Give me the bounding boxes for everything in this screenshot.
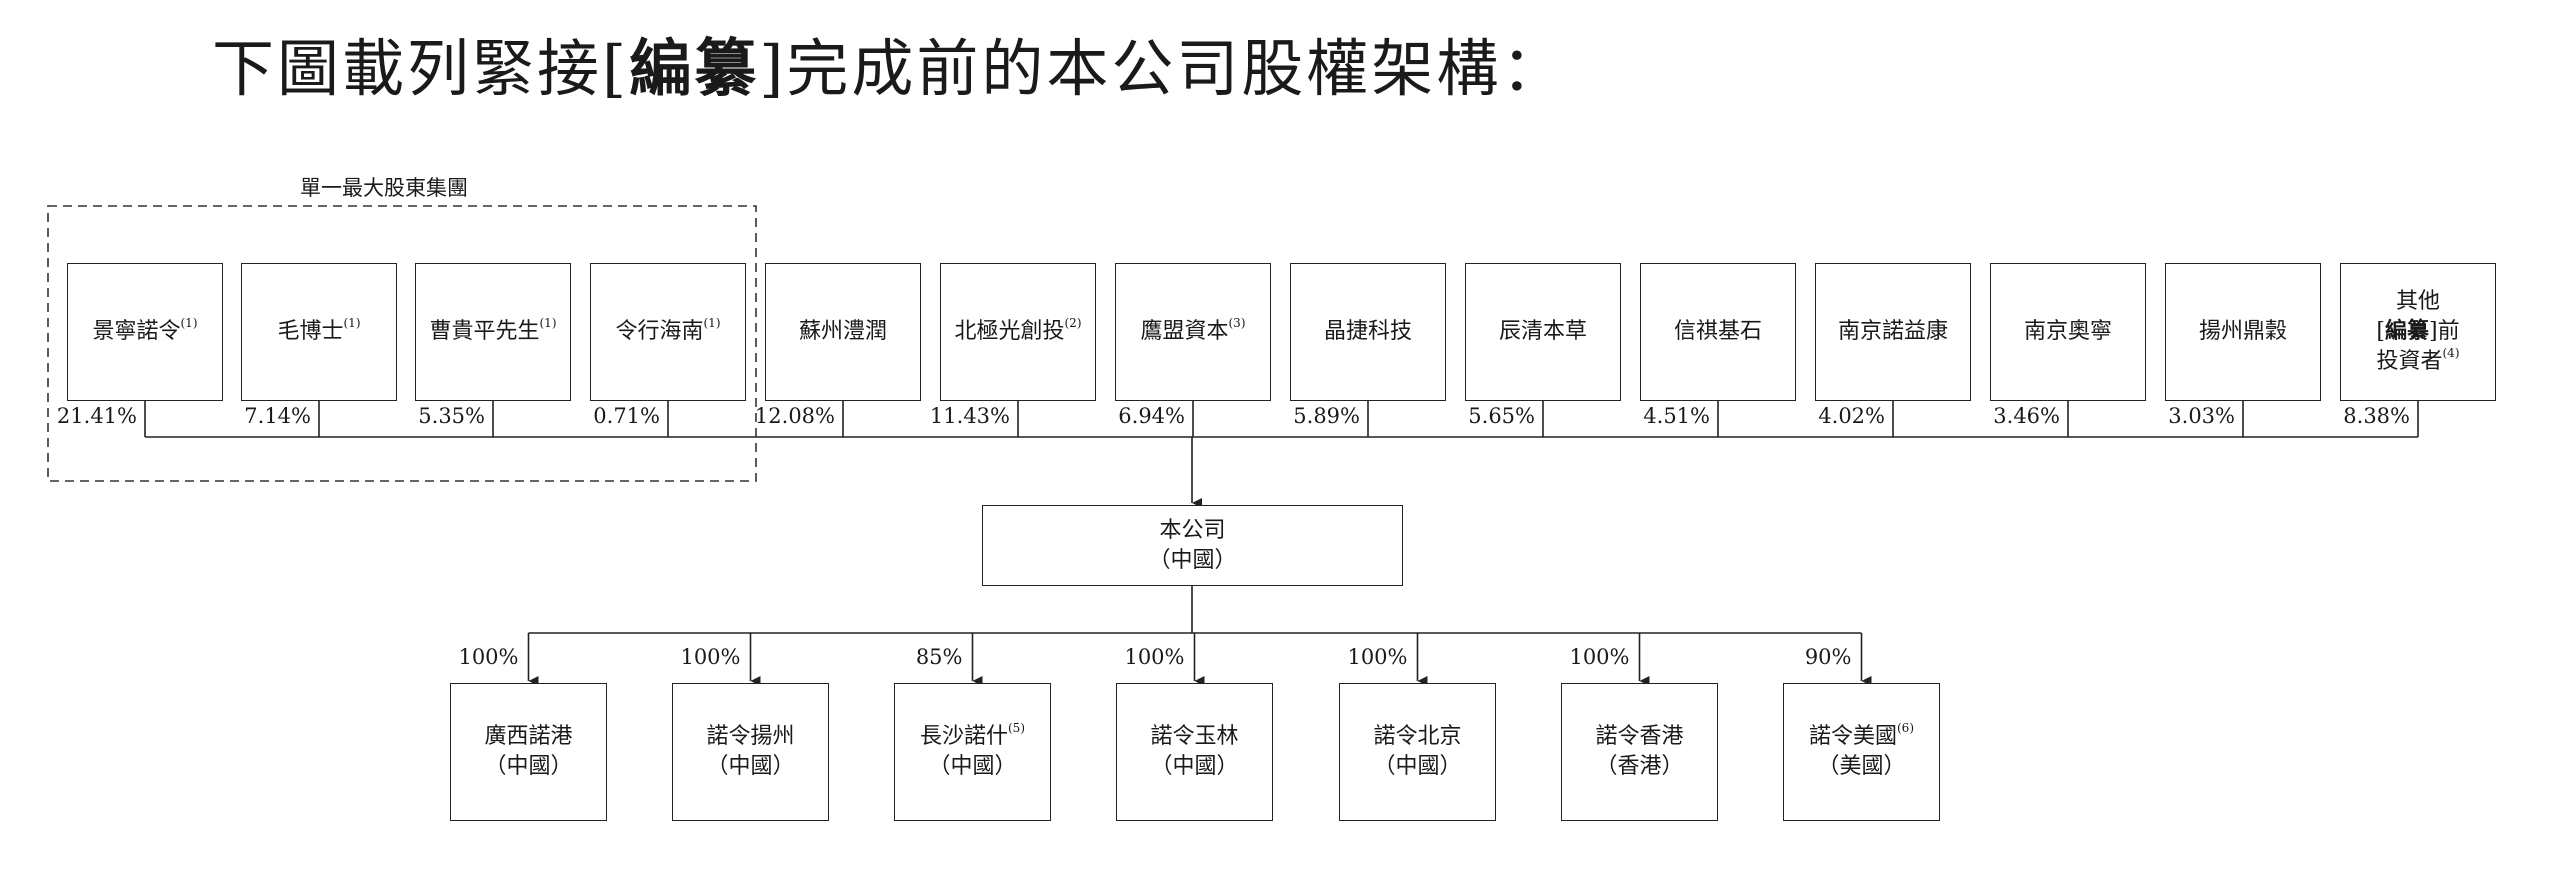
group-dashed-border [47,205,757,482]
shareholding-percentage: 5.89% [1293,404,1360,428]
shareholder-box: 景寧諾令(1) [67,263,223,401]
shareholder-box: 信祺基石 [1640,263,1796,401]
ownership-percentage: 100% [1569,645,1630,669]
shareholding-percentage: 3.03% [2168,404,2235,428]
shareholding-percentage: 11.43% [929,404,1010,428]
footnote-marker: (5) [1008,721,1025,736]
shareholder-name: 鷹盟資本 [1140,319,1229,345]
subsidiary-name: 諾令揚州 [706,724,795,750]
subsidiary-box: 長沙諾什(5) （中國） [894,683,1051,821]
shareholder-name: 南京奧寧 [2023,319,2112,345]
shareholding-percentage: 5.65% [1468,404,1535,428]
shareholder-box: 南京奧寧 [1990,263,2146,401]
shareholding-percentage: 3.46% [1993,404,2060,428]
subsidiary-location: （中國） [706,754,795,779]
subsidiary-box: 諾令香港 （香港） [1561,683,1718,821]
subsidiary-location: （中國） [484,754,573,779]
shareholding-percentage: 12.08% [754,404,835,428]
subsidiary-name: 諾令玉林 [1150,724,1239,750]
footnote-marker: (2) [1064,316,1082,331]
shareholding-percentage: 4.02% [1818,404,1885,428]
shareholder-name: 北極光創投 [954,319,1065,345]
shareholding-percentage: 0.71% [593,404,660,428]
shareholding-percentage: 6.94% [1118,404,1185,428]
shareholding-percentage: 21.41% [56,404,137,428]
shareholder-name: 蘇州澧潤 [798,319,887,345]
shareholder-box: 令行海南(1) [590,263,746,401]
subsidiary-box: 諾令揚州 （中國） [672,683,829,821]
shareholder-box: 曹貴平先生(1) [415,263,571,401]
shareholder-name: 令行海南 [615,319,704,345]
shareholder-name: 信祺基石 [1673,319,1762,345]
shareholder-box: 辰清本草 [1465,263,1621,401]
subsidiary-location: （中國） [1373,754,1462,779]
ownership-percentage: 100% [680,645,741,669]
ownership-percentage: 100% [458,645,519,669]
subsidiary-box: 諾令北京 （中國） [1339,683,1496,821]
shareholder-box: 南京諾益康 [1815,263,1971,401]
shareholder-box: 晶捷科技 [1290,263,1446,401]
ownership-percentage: 100% [1347,645,1408,669]
subsidiary-name: 諾令香港 [1595,724,1684,750]
shareholding-percentage: 8.38% [2343,404,2410,428]
subsidiary-location: （中國） [928,754,1017,779]
footnote-marker: (1) [343,316,361,331]
ownership-percentage: 90% [1804,645,1852,669]
subsidiary-box: 廣西諾港 （中國） [450,683,607,821]
subsidiary-name: 諾令美國 [1808,724,1897,750]
shareholder-box: 毛博士(1) [241,263,397,401]
shareholder-name: 景寧諾令 [92,319,181,345]
subsidiary-location: （香港） [1595,754,1684,779]
shareholder-name: 晶捷科技 [1323,319,1412,345]
subsidiary-name: 諾令北京 [1373,724,1462,750]
shareholder-name: 辰清本草 [1498,319,1587,345]
footnote-marker: (3) [1228,316,1246,331]
subsidiary-box: 諾令玉林 （中國） [1116,683,1273,821]
footnote-marker: (1) [539,316,557,331]
shareholding-percentage: 7.14% [244,404,311,428]
subsidiary-location: （中國） [1150,754,1239,779]
shareholder-box-others: 其他[編纂]前投資者(4) [2340,263,2496,401]
footnote-marker: (1) [703,316,721,331]
subsidiary-name: 廣西諾港 [484,724,573,750]
subsidiary-name: 長沙諾什 [919,724,1008,750]
footnote-marker: (1) [180,316,198,331]
group-label: 單一最大股東集團 [300,176,468,200]
shareholder-name: 揚州鼎穀 [2198,319,2287,345]
footnote-marker: (6) [1897,721,1914,736]
shareholder-name: 曹貴平先生 [429,319,540,345]
ownership-percentage: 100% [1124,645,1185,669]
ownership-percentage: 85% [915,645,963,669]
shareholder-box: 蘇州澧潤 [765,263,921,401]
shareholding-percentage: 4.51% [1643,404,1710,428]
shareholder-name: 毛博士 [277,319,344,345]
shareholding-percentage: 5.35% [418,404,485,428]
shareholder-box: 北極光創投(2) [940,263,1096,401]
company-box: 本公司（中國） [982,505,1403,586]
shareholder-box: 鷹盟資本(3) [1115,263,1271,401]
subsidiary-box: 諾令美國(6) （美國） [1783,683,1940,821]
shareholder-name: 南京諾益康 [1837,319,1948,345]
shareholder-box: 揚州鼎穀 [2165,263,2321,401]
subsidiary-location: （美國） [1817,754,1906,779]
page-title: 下圖載列緊接[編纂]完成前的本公司股權架構： [212,32,1567,105]
